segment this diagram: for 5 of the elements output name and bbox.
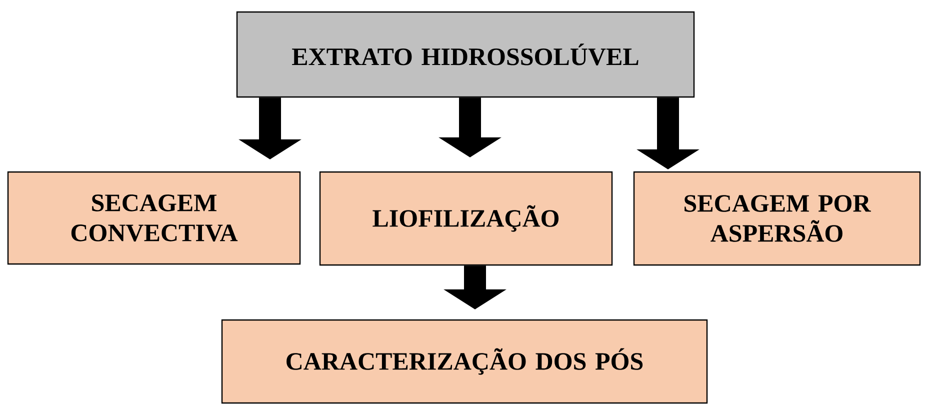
process-box: SECAGEM CONVECTIVA (7, 171, 301, 265)
process-box: EXTRATO HIDROSSOLÚVEL (236, 11, 695, 98)
process-box: SECAGEM POR ASPERSÃO (633, 171, 921, 266)
process-box: LIOFILIZAÇÃO (319, 171, 613, 266)
process-box: CARACTERIZAÇÃO DOS PÓS (221, 319, 708, 404)
